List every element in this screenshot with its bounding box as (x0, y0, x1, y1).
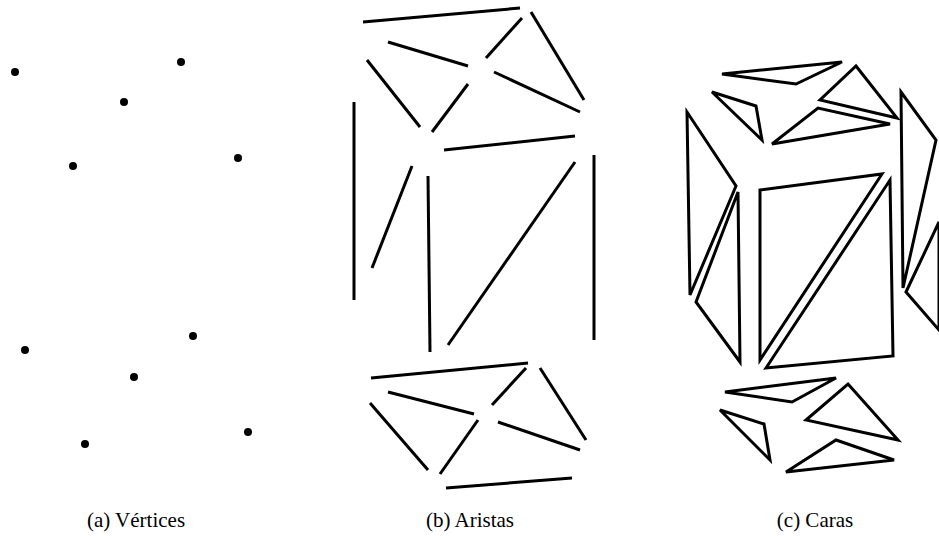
panel-caption: (b) Aristas (426, 508, 514, 533)
edge-lines (354, 8, 594, 488)
panel-caption: (c) Caras (777, 508, 853, 533)
vertex-dots (11, 58, 252, 448)
panel-caption: (a) Vértices (87, 508, 185, 533)
face-triangles (687, 62, 939, 472)
